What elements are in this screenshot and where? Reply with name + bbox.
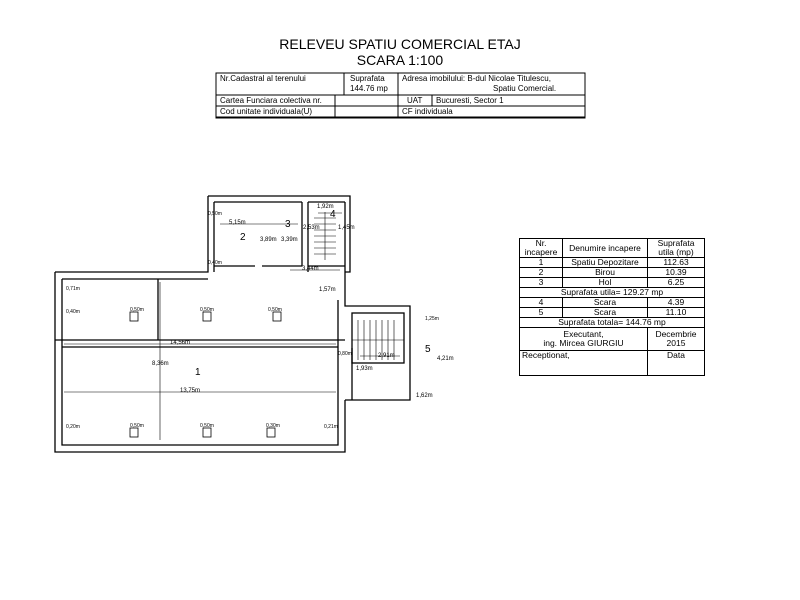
data-label: Data	[647, 350, 705, 376]
dim-344: 3,44m	[302, 266, 319, 272]
dim-515: 5,15m	[229, 220, 246, 226]
lbl-125: 1,25m	[425, 316, 439, 322]
info-nr-cadastral: Nr.Cadastral al terenului	[220, 74, 306, 83]
info-suprafata-label: Suprafata	[350, 74, 385, 83]
dim-157: 1,57m	[319, 287, 336, 293]
dim-836: 8,36m	[152, 361, 169, 367]
room-2-label: 2	[240, 232, 246, 243]
table-row: 4 Scara 4.39	[519, 297, 705, 308]
dim-291: 2,91m	[378, 353, 395, 359]
room-4-label: 4	[330, 209, 336, 220]
table-row: 1 Spatiu Depozitare 112.63	[519, 257, 705, 268]
dim-339: 3,39m	[281, 237, 298, 243]
dim-193: 1,93m	[356, 366, 373, 372]
receptionat: Receptionat,	[519, 350, 648, 376]
info-cartea-funciara: Cartea Funciara colectiva nr.	[220, 96, 322, 105]
row-name: Scara	[562, 297, 648, 308]
dim-421: 4,21m	[437, 356, 454, 362]
table-row: 2 Birou 10.39	[519, 267, 705, 278]
lbl-050c: 0,50m	[200, 307, 214, 313]
row-area: 10.39	[647, 267, 705, 278]
dim-1456: 14,56m	[170, 340, 191, 346]
utila-total: Suprafata utila= 129.27 mp	[519, 287, 705, 298]
row-area: 6.25	[647, 277, 705, 288]
row-area: 11.10	[647, 307, 705, 318]
info-cod-unitate: Cod unitate individuala(U)	[220, 107, 313, 116]
lbl-080: 0,80m	[338, 351, 352, 357]
lbl-040a: 0,40m	[208, 260, 222, 266]
row-name: Birou	[562, 267, 648, 278]
row-nr: 2	[519, 267, 563, 278]
lbl-030: 0,30m	[266, 423, 280, 429]
row-area: 4.39	[647, 297, 705, 308]
info-adresa-1: Adresa imobilului: B-dul Nicolae Titules…	[402, 74, 551, 83]
row-nr: 4	[519, 297, 563, 308]
totala: Suprafata totala= 144.76 mp	[519, 317, 705, 328]
info-adresa-2: Spatiu Comercial.	[493, 84, 557, 93]
lbl-021: 0,21m	[324, 424, 338, 430]
lbl-071: 0,71m	[66, 286, 80, 292]
date-label: Decembrie 2015	[647, 327, 705, 351]
lbl-050e: 0,50m	[130, 423, 144, 429]
dim-145: 1,45m	[338, 225, 355, 231]
col-denumire: Denumire incapere	[562, 238, 648, 258]
info-uat-value: Bucuresti, Sector 1	[436, 96, 504, 105]
info-cf-individuala: CF individuala	[402, 107, 453, 116]
room-table: Nr. incapere Denumire incapere Suprafata…	[519, 238, 705, 376]
lbl-040b: 0,40m	[66, 309, 80, 315]
lbl-050f: 0,50m	[200, 423, 214, 429]
dim-162: 1,62m	[416, 393, 433, 399]
room-5-label: 5	[425, 344, 431, 355]
row-nr: 1	[519, 257, 563, 268]
info-suprafata-value: 144.76 mp	[350, 84, 388, 93]
table-row: 3 Hol 6.25	[519, 277, 705, 288]
dim-253: 2,53m	[303, 225, 320, 231]
executant-label: Executant,	[563, 329, 604, 339]
executant: Executant, ing. Mircea GIURGIU	[519, 327, 648, 351]
table-row: 5 Scara 11.10	[519, 307, 705, 318]
room-1-label: 1	[195, 367, 201, 378]
dim-389: 3,89m	[260, 237, 277, 243]
page-title: RELEVEU SPATIU COMERCIAL ETAJ	[279, 36, 521, 52]
row-nr: 3	[519, 277, 563, 288]
dim-1375: 13,75m	[180, 388, 201, 394]
dim-192: 1,92m	[317, 204, 334, 210]
lbl-050b: 0,50m	[130, 307, 144, 313]
info-uat-label: UAT	[407, 96, 423, 105]
page-scale: SCARA 1:100	[356, 52, 444, 68]
lbl-050d: 0,50m	[268, 307, 282, 313]
col-suprafata: Suprafata utila (mp)	[647, 238, 705, 258]
row-name: Hol	[562, 277, 648, 288]
row-nr: 5	[519, 307, 563, 318]
lbl-050a: 0,50m	[208, 211, 222, 217]
col-nr: Nr. incapere	[519, 238, 563, 258]
row-area: 112.63	[647, 257, 705, 268]
lbl-020: 0,20m	[66, 424, 80, 430]
room-3-label: 3	[285, 219, 291, 230]
executant-name: ing. Mircea GIURGIU	[543, 338, 624, 348]
row-name: Spatiu Depozitare	[562, 257, 648, 268]
row-name: Scara	[562, 307, 648, 318]
